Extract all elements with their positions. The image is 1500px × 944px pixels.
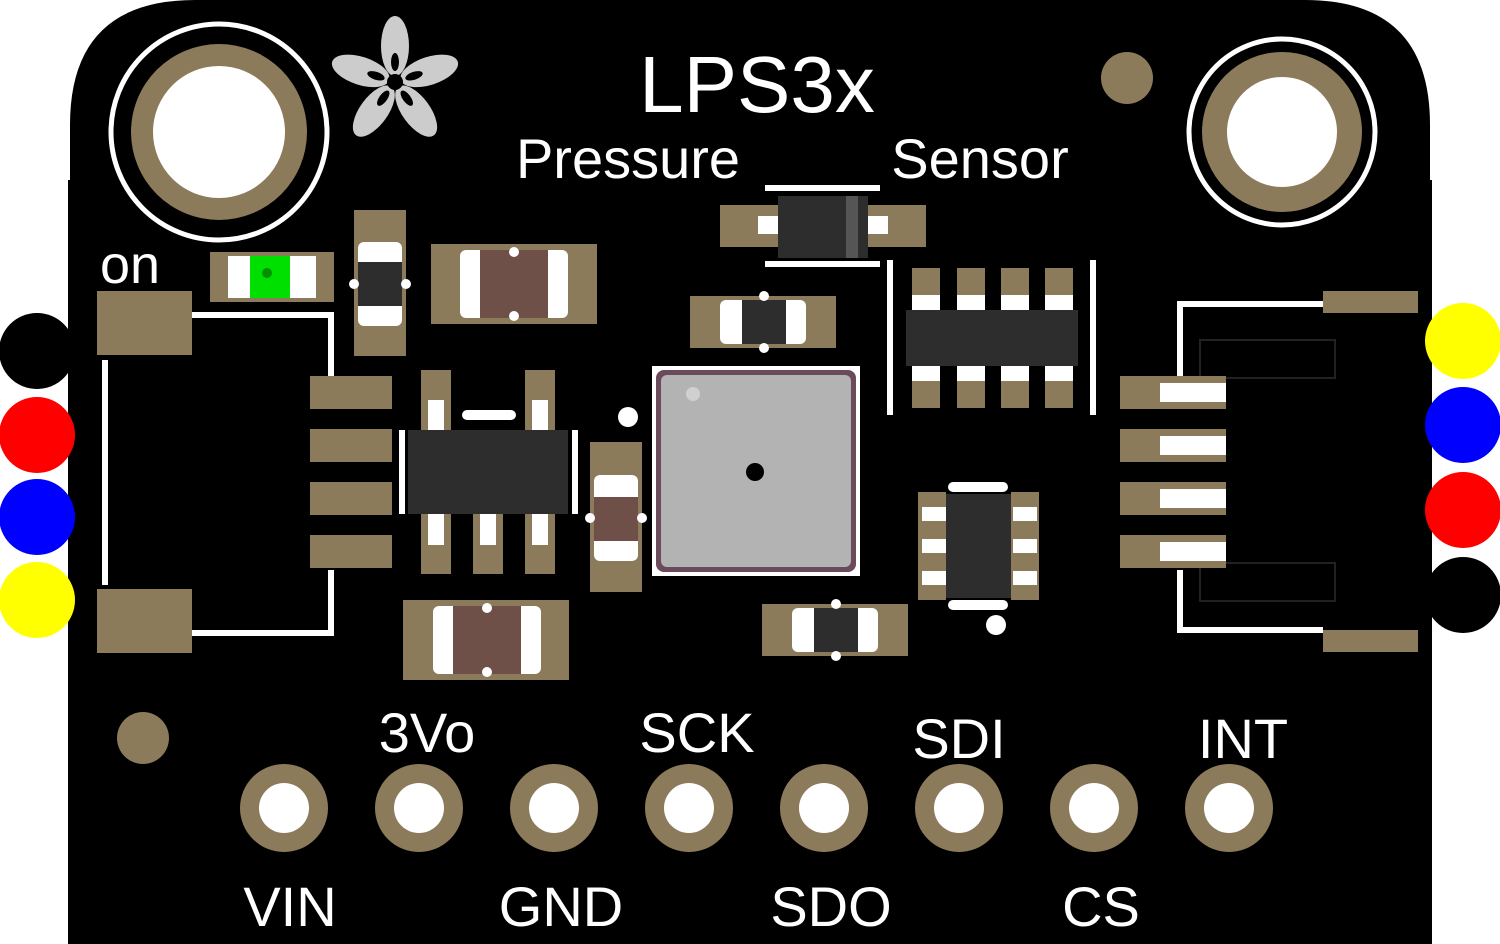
led-label: on [100,235,160,295]
right-wire-yellow [1425,303,1500,379]
fiducial-top-right [1101,52,1153,104]
resistor-array [887,260,1096,415]
mounting-hole-right [1186,36,1378,228]
right-wire-blue [1425,387,1500,463]
left-wire-red [0,397,75,473]
pin-label-3vo: 3Vo [379,701,476,764]
right-wire-red [1425,472,1500,548]
pin-sdo [780,764,868,852]
header-pins [240,764,1273,852]
board-subtitle-right: Sensor [891,127,1068,190]
capacitor-bottom [403,600,569,680]
pin-sck [645,764,733,852]
right-wire-black [1425,557,1500,633]
pin-label-cs: CS [1062,875,1140,938]
adafruit-flower-logo [331,16,459,137]
left-wire-blue [0,479,75,555]
jst-connector-left [97,291,392,653]
board-title: LPS3x [639,40,875,129]
resistor-vertical-top [349,210,411,356]
pin-label-sck: SCK [639,701,754,764]
fiducial-bottom-left [117,712,169,764]
pin-cs [1050,764,1138,852]
pressure-sensor-chip [652,366,860,576]
pin-label-int: INT [1198,707,1288,770]
pin-int [1185,764,1273,852]
board-subtitle-left: Pressure [516,127,740,190]
pin-label-sdi: SDI [912,707,1005,770]
capacitor-top [431,244,597,324]
resistor-above-sensor [690,291,836,353]
pin-label-sdo: SDO [770,875,891,938]
pin-gnd [510,764,598,852]
left-wire-yellow [0,562,75,638]
level-shifter-chip [918,482,1039,635]
left-wires [0,313,75,638]
jst-connector-right [1120,291,1418,652]
left-wire-black [0,313,75,389]
mounting-hole-left [108,21,330,243]
voltage-regulator [399,370,578,574]
pin-3vo [375,764,463,852]
power-led [210,252,334,302]
pin-label-gnd: GND [499,875,623,938]
pin-label-vin: VIN [243,875,336,938]
right-wires [1425,303,1500,633]
diode [720,196,926,267]
resistor-below-sensor [762,599,908,661]
pin-sdi [915,764,1003,852]
capacitor-vertical [585,407,647,592]
pin-vin [240,764,328,852]
